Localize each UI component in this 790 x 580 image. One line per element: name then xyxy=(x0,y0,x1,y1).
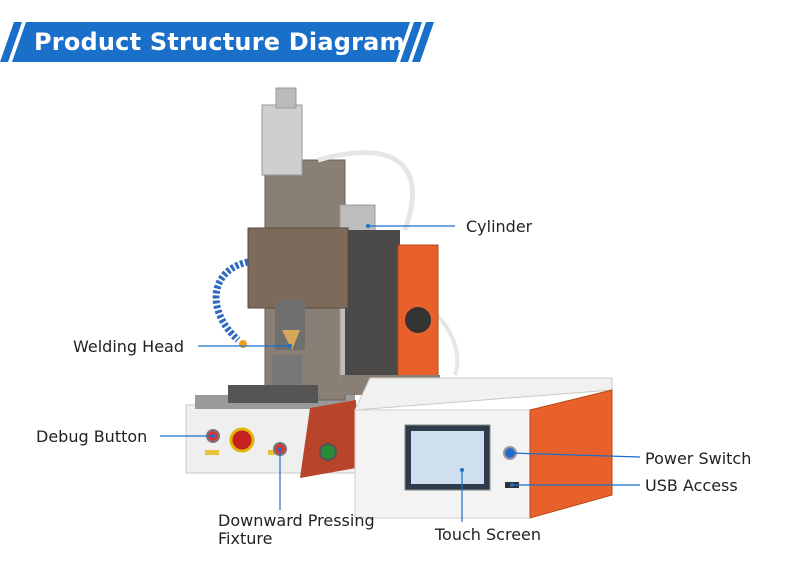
top-cylinder-graphic xyxy=(261,104,303,176)
controller-side-panel xyxy=(529,389,613,519)
power-switch-label: Power Switch xyxy=(645,449,752,468)
debug-button-label: Debug Button xyxy=(36,427,148,446)
touch-screen-label: Touch Screen xyxy=(435,525,542,544)
emergency-stop-graphic xyxy=(229,427,255,453)
downward-fixture-label-line1: Downward Pressing xyxy=(218,511,375,530)
base-side-panel xyxy=(300,400,356,478)
usb-access-label: USB Access xyxy=(645,476,738,495)
welding-head-label: Welding Head xyxy=(73,337,184,356)
page-title: Product Structure Diagram xyxy=(34,28,405,56)
banner-stripes-graphic xyxy=(0,22,434,62)
power-switch-callout-line xyxy=(509,452,641,458)
controller-top xyxy=(354,377,613,411)
header-banner: Product Structure Diagram xyxy=(0,22,440,62)
cylinder-label: Cylinder xyxy=(466,217,533,236)
downward-fixture-label-line2: Fixture xyxy=(218,529,273,548)
welding-head-graphic xyxy=(282,330,300,350)
